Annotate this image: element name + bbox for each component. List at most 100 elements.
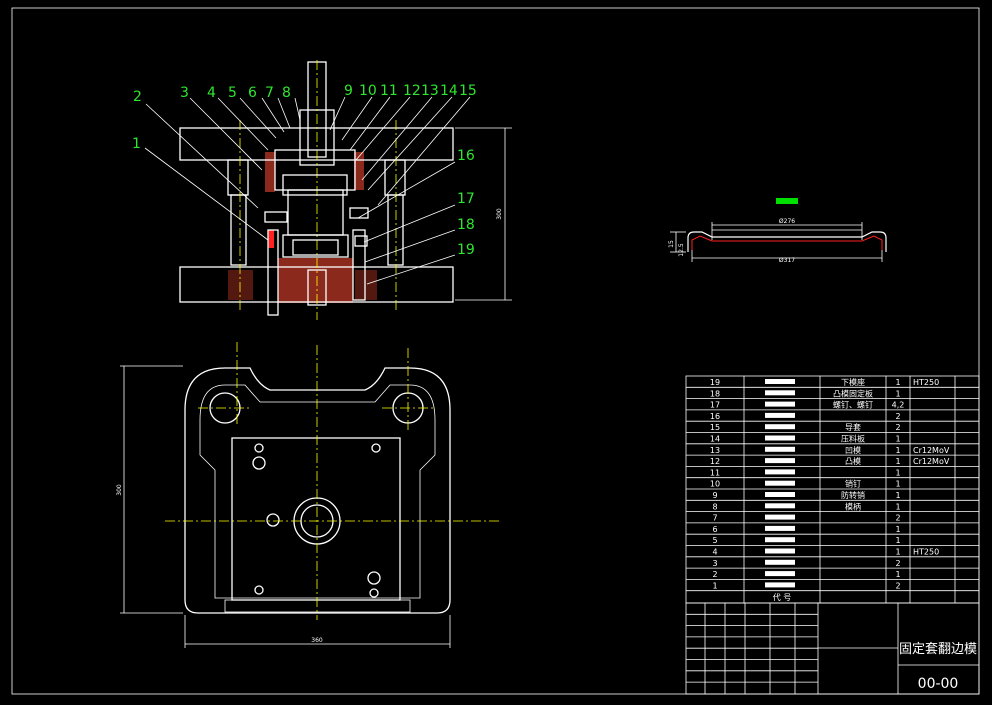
bom-cell-no: 13 [710,446,720,455]
front-height-dimension: 300 [496,208,503,220]
bom-code-block [765,412,795,418]
bom-cell-qty: 1 [895,502,900,511]
bom-cell-no: 9 [712,491,717,500]
part-dimension-inner: Ø276 [779,218,795,225]
title-block: 固定套翻边模 00-00 [685,602,980,695]
part-dimension-h1: 15 [668,240,675,248]
bom-cell-qty: 1 [895,536,900,545]
bom-cell-no: 15 [710,423,720,432]
bom-code-block [765,458,795,464]
part-label-2: 2 [133,89,142,105]
part-label-14: 14 [440,83,458,99]
part-label-17: 17 [457,191,475,207]
bom-code-block [765,537,795,543]
part-labels: 1 2 3 4 5 6 7 8 9 10 11 12 13 14 15 16 1… [132,83,477,258]
bom-cell-material: HT250 [913,548,939,557]
bom-cell-no: 8 [712,502,717,511]
bom-cell-qty: 1 [895,389,900,398]
bom-cell-no: 2 [712,570,717,579]
bom-code-block [765,390,795,396]
bom-cell-name: 下模座 [841,377,865,387]
bom-cell-no: 3 [712,559,717,568]
bom-cell-name: 凸模固定板 [833,388,873,398]
bom-cell-qty: 1 [895,570,900,579]
bom-cell-qty: 1 [895,378,900,387]
bom-cell-name: 压料板 [841,434,865,444]
bom-cell-no: 12 [710,457,720,466]
bom-cell-material: HT250 [913,378,939,387]
part-label-18: 18 [457,217,475,233]
drawing-title: 固定套翻边模 [899,641,977,657]
part-label-15: 15 [459,83,477,99]
bom-code-block [765,571,795,577]
drawing-border [11,7,980,695]
part-label-11: 11 [380,83,398,99]
bom-cell-qty: 4,2 [892,401,905,410]
part-label-16: 16 [457,148,475,164]
part-label-7: 7 [265,85,274,101]
bom-code-block [765,559,795,565]
part-label-9: 9 [344,83,353,99]
bom-cell-no: 1 [712,581,717,590]
part-label-1: 1 [132,136,141,152]
bom-code-block [765,480,795,486]
bom-cell-no: 5 [712,536,717,545]
bom-cell-qty: 2 [895,412,900,421]
bom-code-block [765,548,795,554]
bom-cell-name: 导套 [845,422,861,432]
bom-cell-name: 凸模 [845,456,861,466]
bom-cell-name: 销钉 [845,479,861,489]
front-section-view: 300 [144,60,512,320]
part-label-3: 3 [180,85,189,101]
bom-code-block [765,503,795,509]
bom-cell-name: 凹模 [845,445,861,455]
part-label-8: 8 [282,85,291,101]
bom-cell-qty: 1 [895,525,900,534]
bom-cell-no: 6 [712,525,717,534]
bom-code-block [765,401,795,407]
bom-cell-name: 防转销 [841,490,865,500]
bom-cell-no: 19 [710,378,720,387]
part-label-19: 19 [457,242,475,258]
top-height-dimension: 300 [116,484,123,496]
bom-cell-qty: 2 [895,514,900,523]
bom-code-block [765,525,795,531]
bom-cell-qty: 1 [895,457,900,466]
bom-cell-no: 7 [712,514,717,523]
bom-cell-material: Cr12MoV [913,446,950,455]
bom-cell-qty: 1 [895,468,900,477]
bom-cell-qty: 2 [895,423,900,432]
part-label-13: 13 [421,83,439,99]
bom-cell-no: 14 [710,435,720,444]
part-marker [776,198,798,204]
bom-code-block [765,424,795,430]
part-drawing: Ø276 Ø317 15 12.5 [668,198,887,264]
part-dimension-h2: 12.5 [678,243,685,257]
bom-code-block [765,435,795,441]
bom-cell-no: 4 [712,548,717,557]
bom-cell-qty: 1 [895,548,900,557]
bom-cell-no: 16 [710,412,720,421]
bom-cell-no: 17 [710,401,720,410]
bom-code-block [765,379,795,384]
bom-cell-no: 18 [710,389,720,398]
bom-cell-qty: 1 [895,491,900,500]
top-width-dimension: 360 [311,637,323,644]
bom-code-block [765,582,795,588]
bom-cell-name: 螺钉、螺钉 [833,400,873,410]
part-label-10: 10 [359,83,377,99]
bom-cell-name: 模柄 [845,501,861,511]
bom-cell-no: 10 [710,480,720,489]
bom-cell-qty: 1 [895,435,900,444]
part-label-6: 6 [248,85,257,101]
bom-cell-material: Cr12MoV [913,457,950,466]
bom-code-block [765,492,795,497]
part-label-4: 4 [207,85,216,101]
bom-header-code: 代 号 [773,592,792,602]
bom-cell-qty: 2 [895,559,900,568]
top-view: 300 360 [116,342,500,648]
bom-cell-qty: 2 [895,581,900,590]
bom-code-block [765,446,795,452]
